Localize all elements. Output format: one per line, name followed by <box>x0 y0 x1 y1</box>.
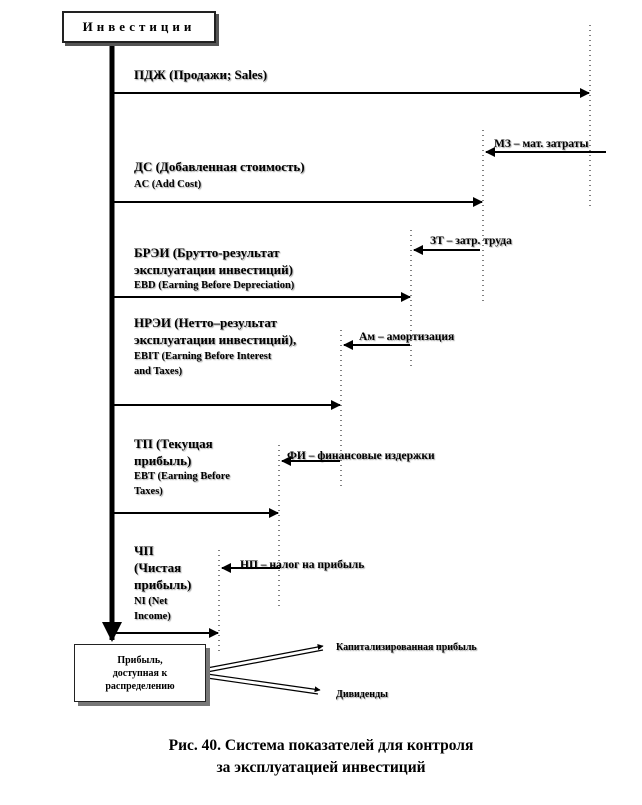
label-ni-eng: NI (Net Income) <box>134 596 171 622</box>
figure-caption: Рис. 40. Система показателей для контрол… <box>0 735 642 779</box>
label-ebt: ТП (Текущая прибыль) <box>134 436 213 468</box>
output-arrow-capitalized <box>206 644 324 669</box>
caption-line-1: Рис. 40. Система показателей для контрол… <box>168 737 474 754</box>
label-ni: ЧП (Чистая прибыль) <box>134 543 192 592</box>
label-add-cost: ДС (Добавленная стоимость) <box>134 159 305 174</box>
label-ebt-eng: EBT (Earning Before Taxes) <box>134 471 230 497</box>
deduction-label-mz: МЗ – мат. затраты <box>494 138 589 150</box>
label-ebit: НРЭИ (Нетто–результат эксплуатации инвес… <box>134 315 297 347</box>
deduction-label-fi: ФИ – финансовые издержки <box>287 450 435 462</box>
caption-line-2: за эксплуатацией инвестиций <box>216 759 426 776</box>
investments-box-label: Инвестиции <box>82 19 196 34</box>
label-ebd-eng: EBD (Earning Before Depreciation) <box>134 280 295 291</box>
label-add-cost-eng: AC (Add Cost) <box>134 179 202 190</box>
distributable-profit-box: Прибыль, доступная к распределению <box>74 644 206 702</box>
deduction-label-am: Ам – амортизация <box>359 331 455 343</box>
investments-box: Инвестиции <box>62 11 216 43</box>
label-ebd: БРЭИ (Брутто-результат эксплуатации инве… <box>134 245 293 277</box>
output-label-dividends: Дивиденды <box>336 689 388 700</box>
label-ebit-eng: EBIT (Earning Before Interest and Taxes) <box>134 351 272 377</box>
deduction-label-np: НП – налог на прибыль <box>240 559 365 571</box>
output-arrow-dividends <box>206 673 321 693</box>
distributable-profit-label: Прибыль, доступная к распределению <box>105 654 175 692</box>
output-label-capitalized: Капитализированная прибыль <box>336 642 477 653</box>
deduction-label-zt: ЗТ – затр. труда <box>430 235 512 247</box>
label-sales: ПДЖ (Продажи; Sales) <box>134 67 268 82</box>
